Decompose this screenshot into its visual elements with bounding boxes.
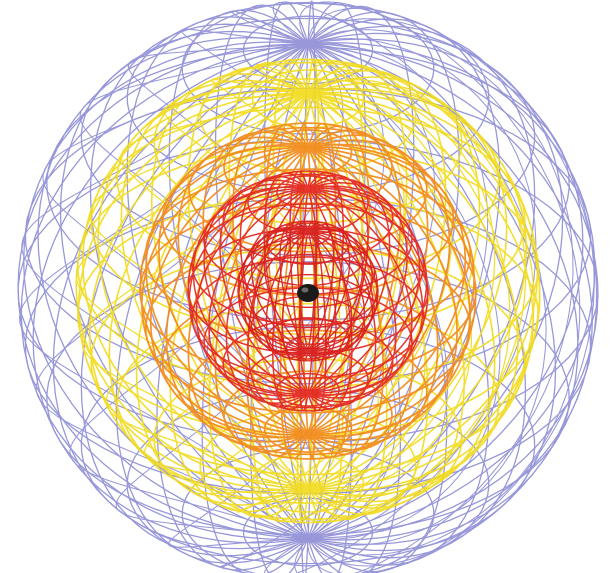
inner-red-shell-parallel xyxy=(266,220,350,265)
yellow-shell-strand xyxy=(75,92,309,489)
yellow-shell-meridian xyxy=(307,88,527,490)
yellow-shell-parallel xyxy=(116,78,500,280)
yellow-shell-strand xyxy=(307,69,541,517)
red-shell-parallel xyxy=(203,184,413,295)
red-shell-parallel xyxy=(276,372,340,407)
yellow-shell-strand xyxy=(163,92,379,490)
red-shell-parallel xyxy=(222,318,394,409)
orange-shell-parallel xyxy=(139,202,477,380)
yellow-shell-meridian xyxy=(307,76,481,490)
yellow-shell-strand xyxy=(105,92,328,490)
yellow-shell-meridian xyxy=(135,92,309,506)
yellow-shell-strand xyxy=(89,92,316,490)
orange-shell-parallel xyxy=(223,370,393,460)
orange-shell-parallel xyxy=(188,126,428,253)
outer-shell-parallel xyxy=(46,46,570,321)
yellow-shell-parallel xyxy=(90,247,526,476)
inner-red-shell-parallel xyxy=(266,317,350,362)
inner-red-shell-parallel xyxy=(237,253,379,329)
orange-shell-parallel xyxy=(161,142,455,297)
yellow-shell-meridian xyxy=(307,92,519,497)
inner-red-shell-parallel xyxy=(285,222,331,247)
inner-red-shell xyxy=(237,220,379,362)
outer-shell-strand xyxy=(307,7,598,567)
yellow-shell-meridian xyxy=(150,73,309,490)
yellow-shell-meridian xyxy=(307,92,466,509)
outer-shell-strand xyxy=(294,29,574,573)
yellow-shell-meridian xyxy=(75,92,309,490)
nucleus xyxy=(297,284,319,302)
inner-red-shell-parallel xyxy=(285,335,331,360)
nucleus-highlight xyxy=(301,287,309,293)
outer-shell-parallel xyxy=(80,326,536,565)
yellow-shell-parallel xyxy=(199,58,417,173)
yellow-shell-meridian xyxy=(89,92,309,494)
red-shell-parallel xyxy=(247,347,369,412)
yellow-shell-parallel xyxy=(77,193,539,436)
yellow-shell-strand xyxy=(276,87,496,523)
inner-red-shell-parallel xyxy=(250,225,366,287)
red-shell-parallel xyxy=(187,227,429,355)
outer-shell-strand xyxy=(307,18,595,573)
yellow-shell-strand xyxy=(305,61,535,508)
red-shell-parallel xyxy=(191,256,425,379)
yellow-shell-parallel xyxy=(199,409,417,524)
outer-shell-parallel xyxy=(46,261,570,536)
red-shell-parallel xyxy=(203,287,413,398)
yellow-shell xyxy=(75,58,541,524)
yellow-shell-meridian xyxy=(97,85,309,490)
yellow-shell-strand xyxy=(300,79,527,523)
yellow-shell-meridian xyxy=(208,92,309,518)
yellow-shell-strand xyxy=(288,58,511,498)
yellow-shell-parallel xyxy=(251,69,365,129)
yellow-shell-parallel xyxy=(90,106,526,335)
inner-red-shell-parallel xyxy=(250,295,366,357)
yellow-shell-strand xyxy=(120,92,340,490)
outer-shell-parallel xyxy=(24,197,592,495)
outer-shell-strand xyxy=(299,1,581,556)
red-shell-parallel xyxy=(247,170,369,235)
outer-shell-strand xyxy=(127,43,397,539)
